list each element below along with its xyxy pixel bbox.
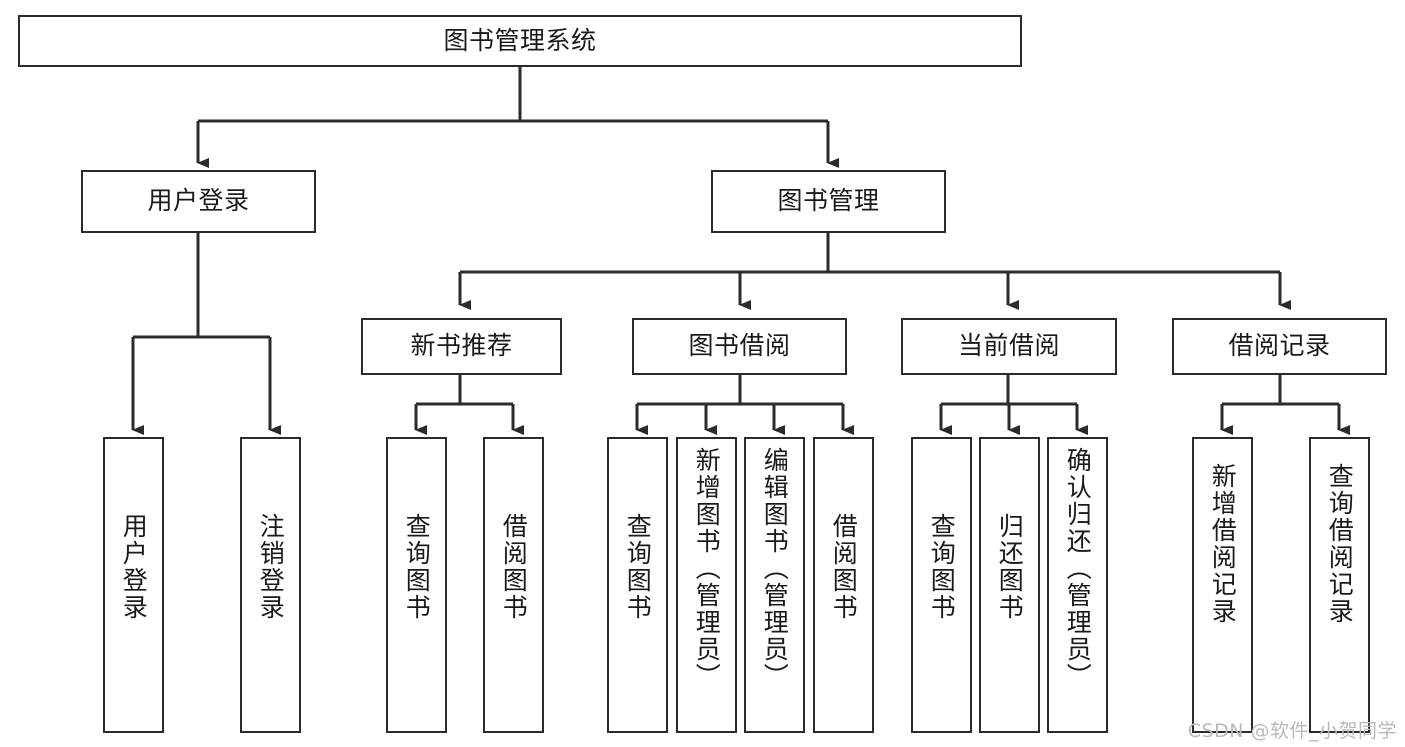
node-leaf-logout-login-label: 注销登录 bbox=[256, 513, 286, 621]
node-leaf-logout-login[interactable]: 注销登录 bbox=[240, 437, 301, 733]
node-leaf-borrow-book-1-label: 借阅图书 bbox=[499, 513, 529, 621]
node-leaf-add-book[interactable]: 新增图书（管理员） bbox=[676, 437, 737, 733]
node-leaf-return-book[interactable]: 归还图书 bbox=[979, 437, 1040, 733]
node-current-borrow-label: 当前借阅 bbox=[957, 331, 1060, 361]
node-leaf-edit-book[interactable]: 编辑图书（管理员） bbox=[744, 437, 805, 733]
node-new-book-rec-label: 新书推荐 bbox=[410, 331, 513, 361]
node-leaf-add-record[interactable]: 新增借阅记录 bbox=[1192, 437, 1253, 733]
node-leaf-add-record-label: 新增借阅记录 bbox=[1208, 463, 1238, 625]
node-root-label: 图书管理系统 bbox=[443, 25, 597, 55]
node-leaf-query-book-3-label: 查询图书 bbox=[927, 513, 957, 621]
node-book-borrow[interactable]: 图书借阅 bbox=[632, 318, 847, 375]
node-leaf-borrow-book-2[interactable]: 借阅图书 bbox=[813, 437, 874, 733]
node-user-login[interactable]: 用户登录 bbox=[81, 170, 316, 233]
node-leaf-borrow-book-1[interactable]: 借阅图书 bbox=[483, 437, 544, 733]
node-leaf-borrow-book-2-label: 借阅图书 bbox=[829, 513, 859, 621]
node-leaf-query-book-3[interactable]: 查询图书 bbox=[911, 437, 972, 733]
node-leaf-user-login-label: 用户登录 bbox=[119, 513, 149, 621]
node-leaf-query-record[interactable]: 查询借阅记录 bbox=[1309, 437, 1370, 733]
node-root[interactable]: 图书管理系统 bbox=[18, 15, 1022, 67]
node-leaf-return-book-label: 归还图书 bbox=[995, 513, 1025, 621]
watermark-text: CSDN @软件_小贺同学 bbox=[1187, 720, 1397, 742]
node-leaf-user-login[interactable]: 用户登录 bbox=[103, 437, 164, 733]
node-leaf-query-book-2[interactable]: 查询图书 bbox=[607, 437, 668, 733]
node-borrow-record[interactable]: 借阅记录 bbox=[1172, 318, 1387, 375]
node-current-borrow[interactable]: 当前借阅 bbox=[901, 318, 1117, 375]
node-new-book-rec[interactable]: 新书推荐 bbox=[361, 318, 562, 375]
node-book-borrow-label: 图书借阅 bbox=[688, 331, 791, 361]
node-leaf-edit-book-label: 编辑图书（管理员） bbox=[760, 447, 790, 690]
node-leaf-query-book-1-label: 查询图书 bbox=[402, 513, 432, 621]
node-leaf-add-book-label: 新增图书（管理员） bbox=[692, 447, 722, 690]
node-leaf-confirm-return-label: 确认归还（管理员） bbox=[1063, 447, 1093, 690]
node-leaf-query-book-2-label: 查询图书 bbox=[623, 513, 653, 621]
node-borrow-record-label: 借阅记录 bbox=[1228, 331, 1331, 361]
node-book-manage[interactable]: 图书管理 bbox=[711, 170, 946, 233]
node-leaf-query-book-1[interactable]: 查询图书 bbox=[386, 437, 447, 733]
node-user-login-label: 用户登录 bbox=[147, 186, 250, 216]
node-leaf-query-record-label: 查询借阅记录 bbox=[1325, 463, 1355, 625]
node-leaf-confirm-return[interactable]: 确认归还（管理员） bbox=[1047, 437, 1108, 733]
node-book-manage-label: 图书管理 bbox=[777, 186, 880, 216]
